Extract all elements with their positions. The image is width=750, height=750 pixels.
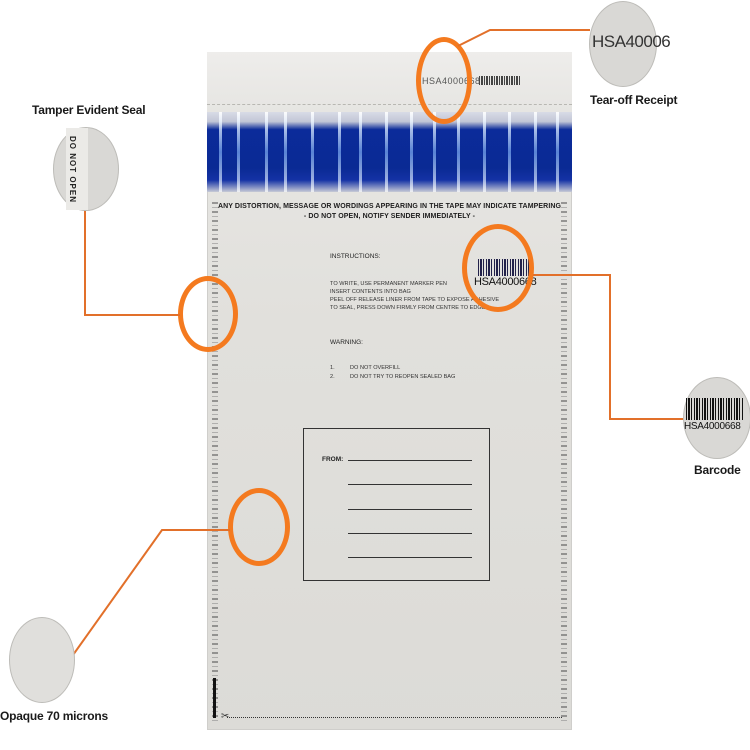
warning-text: DO NOT OVERFILL — [350, 365, 401, 371]
instruction-item: INSERT CONTENTS INTO BAG — [330, 289, 411, 295]
barcode-detail-bars — [686, 398, 744, 420]
barcode-detail: HSA4000668 — [684, 378, 750, 458]
tamper-seal-detail: DO NOT OPEN — [54, 128, 118, 210]
perforation-line — [227, 717, 562, 718]
instruction-item: TO WRITE, USE PERMANENT MARKER PEN — [330, 281, 447, 287]
opaque-detail — [10, 618, 74, 702]
tear-off-receipt-detail: HSA40006 — [590, 2, 671, 86]
instructions-title: INSTRUCTIONS: — [330, 253, 381, 260]
side-security-print-left — [212, 202, 218, 722]
highlight-ring-barcode — [462, 224, 534, 312]
connector-barcode — [533, 274, 686, 420]
seal-text: DO NOT OPEN — [68, 136, 77, 204]
tape-streak — [265, 112, 268, 192]
instruction-item: TO SEAL, PRESS DOWN FIRMLY FROM CENTRE T… — [330, 305, 490, 311]
tear-off-receipt-label: Tear-off Receipt — [590, 93, 678, 107]
address-line — [348, 557, 472, 558]
from-label: FROM: — [322, 456, 344, 463]
barcode-label: Barcode — [694, 463, 741, 477]
warning-item: 2. DO NOT TRY TO REOPEN SEALED BAG — [330, 374, 455, 380]
tape-streak — [483, 112, 486, 192]
connector-opaque — [72, 529, 230, 656]
barcode-detail-text: HSA4000668 — [684, 421, 741, 432]
tape-streak — [457, 112, 460, 192]
warning-number: 2. — [330, 374, 335, 380]
address-line — [348, 533, 472, 534]
receipt-barcode — [479, 76, 521, 85]
address-line — [348, 509, 472, 510]
tape-streak — [311, 112, 314, 192]
tamper-evident-tape — [207, 112, 572, 192]
highlight-ring-receipt — [416, 37, 472, 124]
seal-strip — [66, 128, 88, 210]
warning-number: 1. — [330, 365, 335, 371]
warning-title: WARNING: — [330, 339, 363, 346]
flap-fold-line — [207, 104, 572, 105]
tape-streak — [359, 112, 362, 192]
tape-streak — [338, 112, 341, 192]
tape-streak — [433, 112, 436, 192]
address-line — [348, 460, 472, 461]
highlight-ring-opaque — [228, 488, 290, 566]
from-address-box: FROM: — [303, 428, 490, 581]
tape-streak — [508, 112, 511, 192]
scissors-icon: ✂ — [221, 711, 230, 722]
opaque-label: Opaque 70 microns — [0, 709, 108, 723]
tape-streak — [534, 112, 537, 192]
warning-item: 1. DO NOT OVERFILL — [330, 365, 400, 371]
tape-streak — [410, 112, 413, 192]
instruction-item: PEEL OFF RELEASE LINER FROM TAPE TO EXPO… — [330, 297, 500, 303]
tape-streak — [219, 112, 222, 192]
address-line — [348, 484, 472, 485]
tamper-seal-label: Tamper Evident Seal — [32, 103, 146, 117]
receipt-detail-text: HSA40006 — [592, 32, 671, 51]
connector-seal — [84, 210, 180, 316]
tape-streak — [556, 112, 559, 192]
bottom-edge-marker — [213, 678, 216, 718]
highlight-ring-seal — [178, 276, 238, 352]
connector-receipt — [457, 29, 590, 47]
side-security-print-right — [561, 202, 567, 722]
tamper-notice-subline: - DO NOT OPEN, NOTIFY SENDER IMMEDIATELY… — [303, 213, 476, 220]
tape-streak — [284, 112, 287, 192]
warning-text: DO NOT TRY TO REOPEN SEALED BAG — [350, 374, 456, 380]
tape-streak — [385, 112, 388, 192]
tamper-notice: ANY DISTORTION, MESSAGE OR WORDINGS APPE… — [217, 203, 562, 210]
tape-streak — [237, 112, 240, 192]
